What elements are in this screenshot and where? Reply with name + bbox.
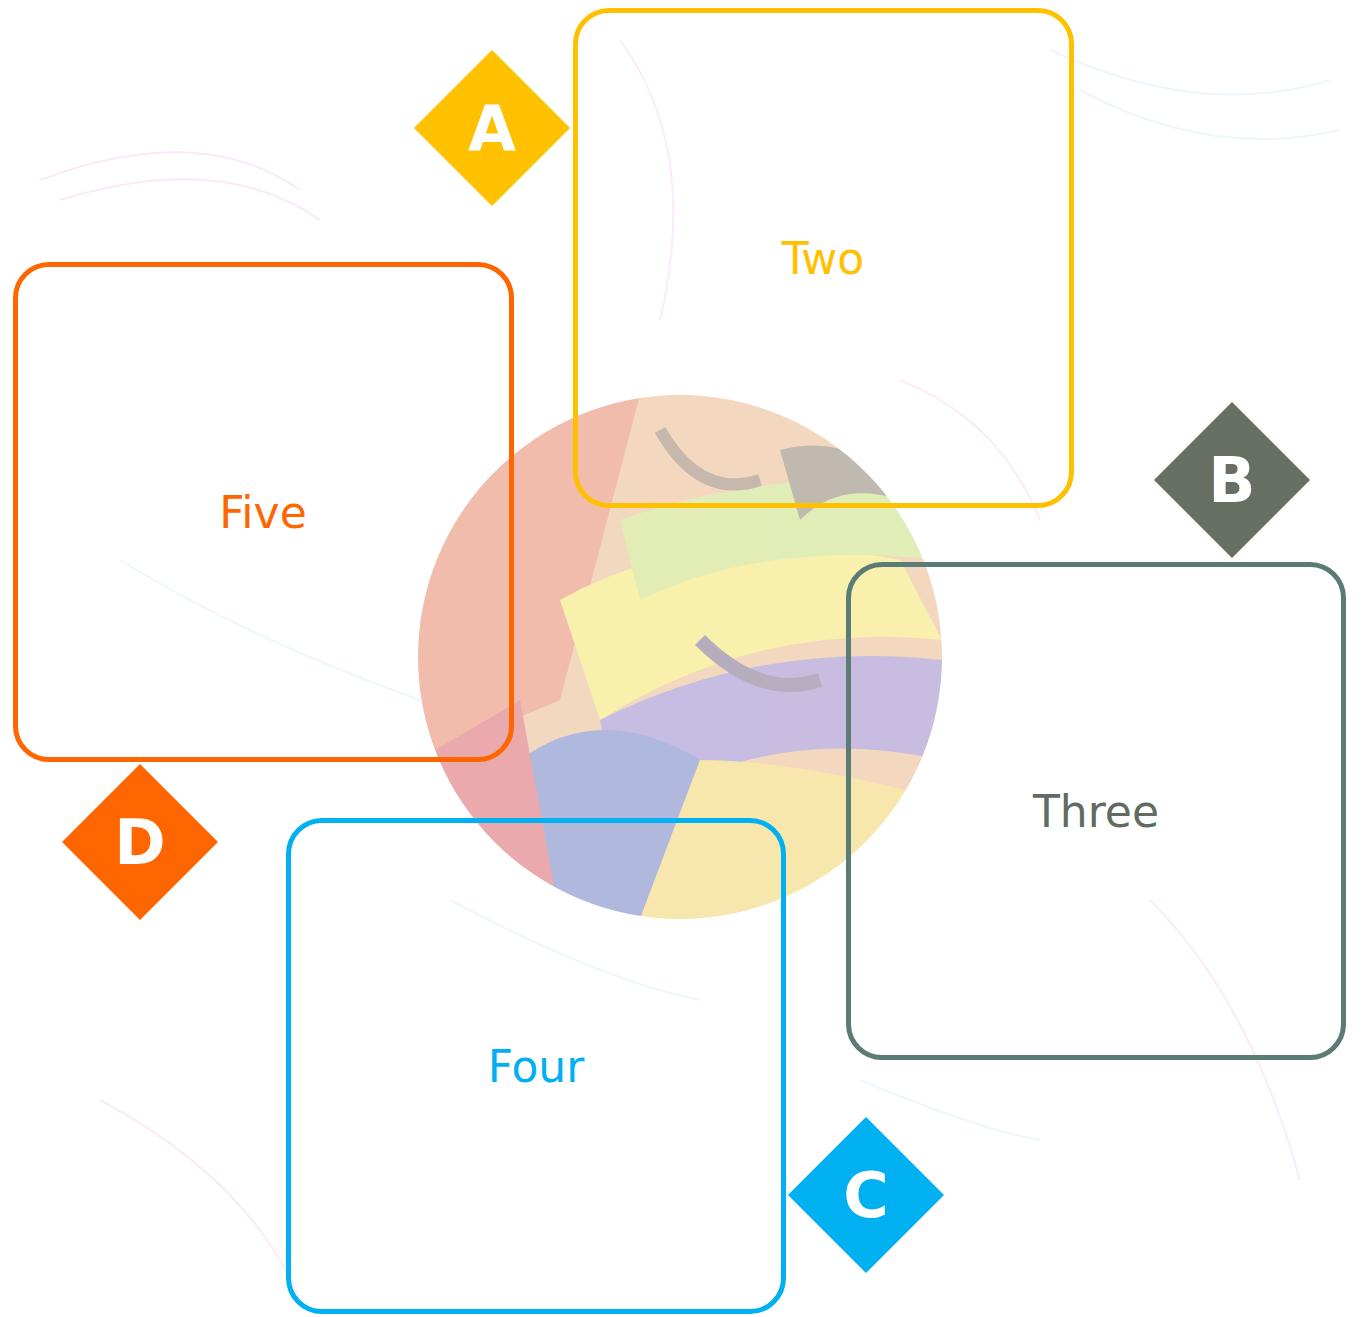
diamond-fill (788, 1117, 944, 1273)
marker-diamond: D (62, 764, 218, 920)
marker-diamond: C (788, 1117, 944, 1273)
box-label: Three (1033, 786, 1159, 837)
box-label: Two (782, 233, 865, 284)
center-illustration (418, 395, 942, 919)
diamond-fill (414, 50, 570, 206)
process-box: Three (846, 562, 1346, 1060)
box-label: Four (488, 1041, 585, 1092)
feather-pattern (40, 40, 1340, 1300)
process-box: Four (286, 818, 786, 1314)
marker-diamond: A (414, 50, 570, 206)
diamond-fill (1154, 402, 1310, 558)
box-label: Five (219, 487, 306, 538)
marker-diamond: B (1154, 402, 1310, 558)
process-box: Two (573, 8, 1074, 508)
marker-letter: A (468, 92, 516, 165)
marker-letter: D (114, 806, 165, 879)
marker-letter: C (843, 1159, 889, 1232)
diamond-fill (62, 764, 218, 920)
process-box: Five (13, 262, 514, 762)
marker-letter: B (1208, 444, 1255, 517)
